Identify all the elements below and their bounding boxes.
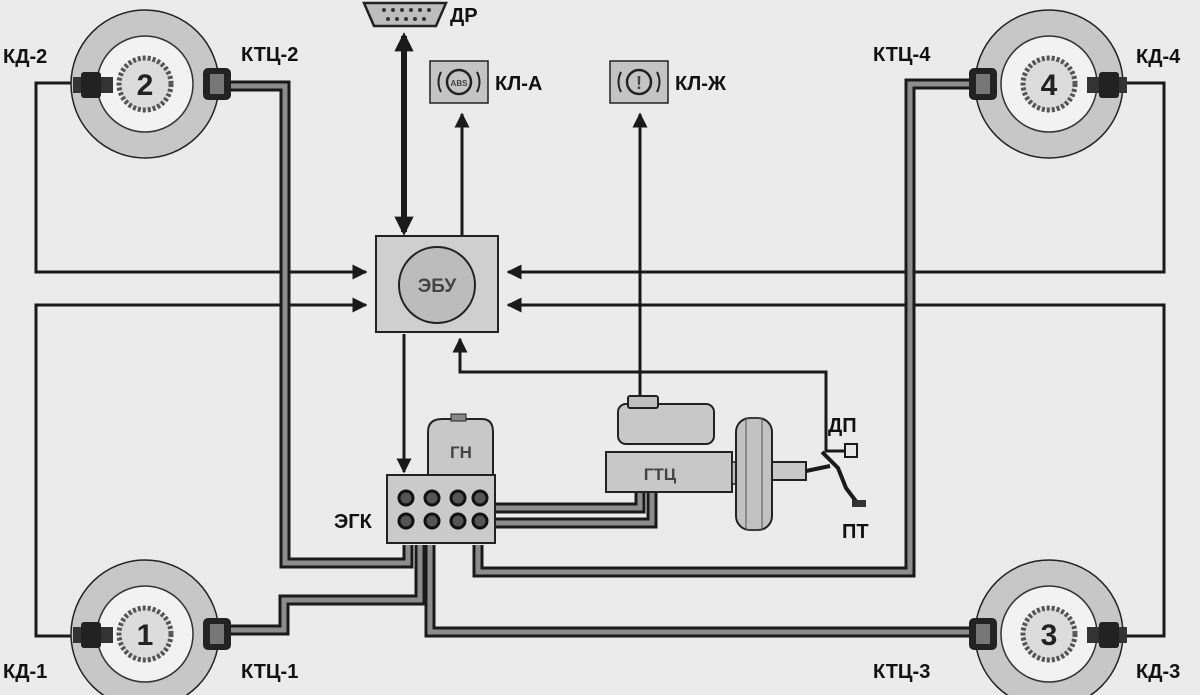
pedal-switch-label: ДП [828, 415, 857, 437]
master-cylinder-label: ГТЦ [644, 465, 677, 484]
brake-pedal [805, 450, 866, 507]
wheel-number: 2 [137, 69, 154, 102]
ecu-label: ЭБУ [418, 276, 457, 297]
wheel-3: 3 [969, 559, 1127, 695]
pump-label: ГН [450, 443, 472, 462]
hydraulic-unit-label: ЭГК [334, 511, 373, 533]
sensor-label-2: КД-2 [3, 46, 47, 68]
brake-fluid-lamp-label: КЛ-Ж [675, 73, 727, 95]
wheel-number: 4 [1041, 69, 1058, 102]
abs-lamp: ABS [429, 60, 489, 104]
abs-lamp-icon-text: ABS [451, 79, 469, 88]
wheel-number: 1 [137, 619, 154, 652]
abs-lamp-label: КЛ-А [495, 73, 542, 95]
diagnostic-connector-label: ДР [450, 5, 478, 27]
sensor-label-4: КД-4 [1136, 46, 1181, 68]
hydraulic-unit [386, 474, 496, 544]
caliper-label-3: КТЦ-3 [873, 661, 930, 683]
wire-dp-ecu [452, 337, 847, 453]
wheel-1: 1 [70, 559, 231, 695]
wire-kd2-ecu [34, 81, 368, 280]
brake-pipes [226, 78, 974, 638]
diagnostic-connector [362, 1, 448, 28]
caliper-label-4: КТЦ-4 [873, 44, 931, 66]
wheel-2: 2 [70, 9, 231, 159]
brake-pedal-label: ПТ [842, 521, 869, 543]
wheel-4: 4 [969, 9, 1127, 159]
master-cylinder: ГТЦ [605, 395, 739, 493]
wire-kd1-ecu [34, 297, 368, 638]
wheel-number: 3 [1041, 619, 1058, 652]
caliper-label-1: КТЦ-1 [241, 661, 298, 683]
ecu: ЭБУ [375, 235, 499, 333]
pedal-switch [844, 443, 858, 458]
wire-kd3-ecu [506, 297, 1166, 638]
sensor-wires [34, 32, 1166, 638]
brake-booster [735, 417, 807, 531]
pump: ГН [427, 413, 494, 477]
exclamation-icon: ! [636, 73, 642, 93]
wire-kd4-ecu [506, 81, 1166, 280]
brake-fluid-lamp: ! [609, 60, 669, 104]
caliper-label-2: КТЦ-2 [241, 44, 298, 66]
sensor-label-1: КД-1 [3, 661, 47, 683]
sensor-label-3: КД-3 [1136, 661, 1180, 683]
